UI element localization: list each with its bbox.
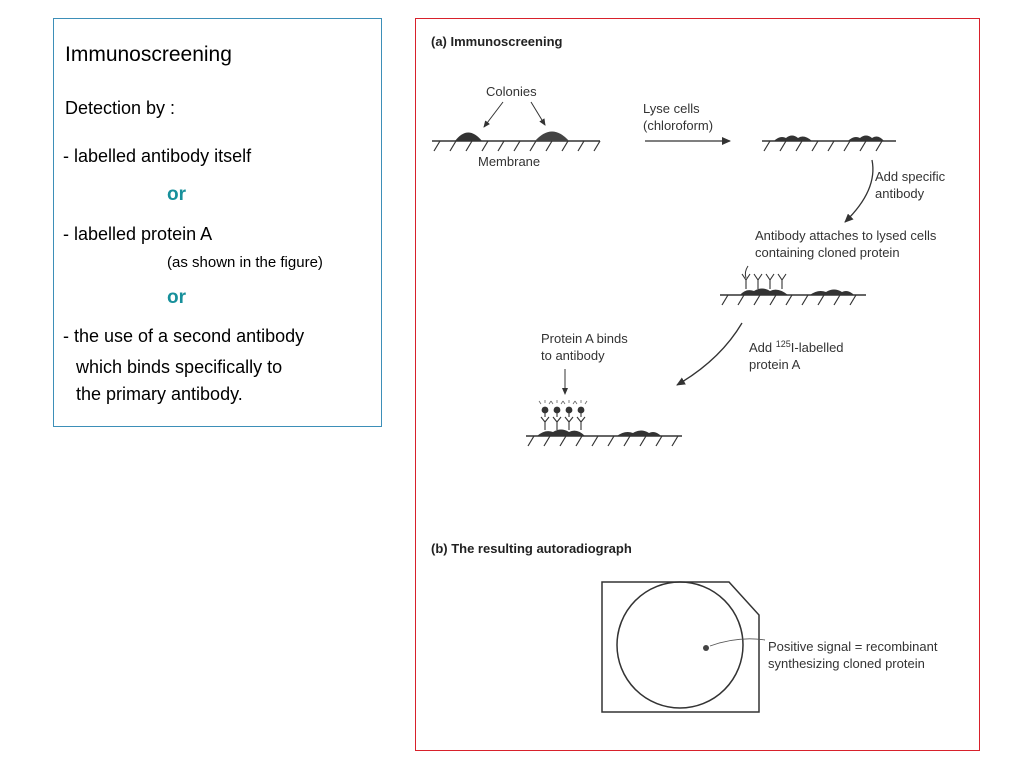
protein-a-label: protein A	[749, 357, 801, 372]
filter-circle	[616, 581, 744, 709]
text-panel: Immunoscreening Detection by : - labelle…	[53, 18, 382, 427]
colonies-pointer-right	[530, 101, 546, 126]
method-item-3-line-2: which binds specifically to	[76, 357, 283, 377]
method-item-1: - labelled antibody itself	[63, 146, 252, 166]
synthesizing-label: synthesizing cloned protein	[768, 656, 925, 671]
lyse-cells-label: Lyse cells	[643, 101, 700, 116]
method-item-3-line-1: - the use of a second antibody	[63, 326, 305, 346]
or-separator-1: or	[167, 184, 186, 205]
antibody-label: antibody	[875, 186, 925, 201]
method-item-3-line-3: the primary antibody.	[76, 384, 243, 404]
colonies-pointer-left	[483, 101, 504, 128]
positive-signal-dot	[703, 645, 709, 651]
chloroform-label: (chloroform)	[643, 118, 713, 133]
or-separator-2: or	[167, 287, 186, 308]
positive-signal-label: Positive signal = recombinant	[768, 639, 938, 654]
autoradiograph-film	[601, 581, 760, 713]
panel-title: Immunoscreening	[65, 43, 232, 66]
add-antibody-arrow	[844, 159, 874, 223]
membrane-with-antibodies	[720, 265, 866, 306]
add-protein-a-arrow	[676, 322, 743, 386]
part-a-heading: (a) Immunoscreening	[431, 34, 563, 49]
membrane-with-protein-a	[526, 400, 682, 447]
colony-right	[535, 131, 569, 141]
protein-a-binds-label: Protein A binds	[541, 331, 628, 346]
membrane-label: Membrane	[478, 154, 540, 169]
part-b-heading: (b) The resulting autoradiograph	[431, 541, 632, 556]
cloned-protein-label: containing cloned protein	[755, 245, 900, 260]
method-item-2: - labelled protein A	[63, 224, 213, 244]
attaches-label: Antibody attaches to lysed cells	[755, 228, 937, 243]
colonies-label: Colonies	[486, 84, 537, 99]
colony-left	[455, 132, 482, 141]
add-labelled-label: Add 125I-labelled	[749, 339, 844, 355]
lysed-membrane	[762, 135, 896, 152]
signal-pointer	[709, 638, 766, 647]
to-antibody-label: to antibody	[541, 348, 605, 363]
membrane-with-colonies	[432, 131, 601, 152]
detection-heading: Detection by :	[65, 98, 176, 118]
figure-frame	[415, 18, 980, 751]
add-specific-label: Add specific	[875, 169, 946, 184]
method-item-2-note: (as shown in the figure)	[167, 254, 323, 271]
